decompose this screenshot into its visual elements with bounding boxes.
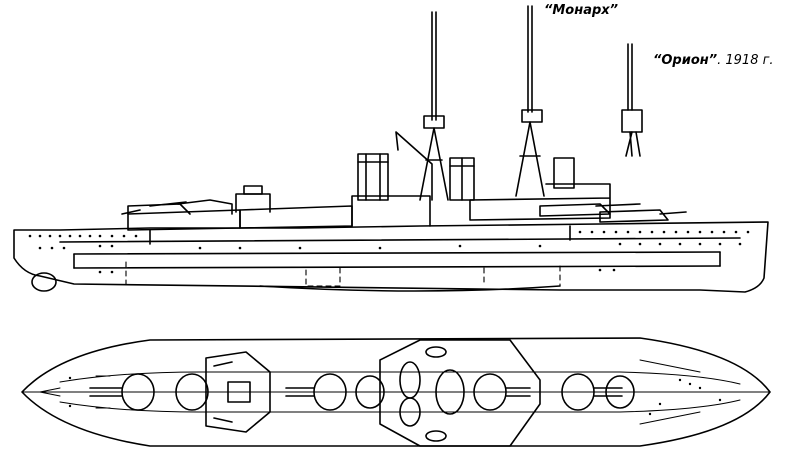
aft-gun-a	[595, 203, 641, 207]
fore-gun-a	[121, 209, 141, 215]
plan-inner-line-top	[59, 371, 741, 385]
plan-turret-f-guns	[593, 387, 623, 397]
belt-line-top	[73, 251, 721, 255]
plan-stern-lines	[639, 359, 701, 425]
hidden-structure	[125, 261, 561, 287]
belt-line-bottom	[73, 265, 721, 269]
aft-structure	[469, 183, 611, 221]
orion-mast-legs	[625, 131, 641, 157]
hull-outline	[13, 221, 769, 293]
plan-turret-a	[121, 373, 155, 411]
aft-turret-b	[599, 209, 669, 223]
plan-turret-a-guns	[89, 387, 123, 397]
plan-turret-f	[561, 373, 595, 411]
portholes	[28, 230, 750, 274]
label-orion: “Орион”. 1918 г.	[653, 53, 774, 68]
plan-bridge	[227, 381, 251, 403]
orion-mast	[627, 43, 633, 111]
aft-gun-b	[659, 211, 687, 215]
plan-turret-d	[355, 375, 385, 409]
plan-funnel-aft	[435, 369, 465, 415]
plan-dots	[68, 376, 722, 416]
plan-bridge-wings	[213, 361, 233, 423]
lower-hull-curve	[259, 285, 561, 292]
fore-turret-b	[177, 199, 233, 215]
funnel-fore	[357, 153, 389, 201]
casemate-box	[149, 225, 571, 245]
plan-turret-b	[175, 373, 209, 411]
plan-bow-details	[39, 375, 111, 409]
plan-turret-c	[313, 373, 347, 411]
boat-crane	[395, 131, 433, 201]
plan-boat-2	[425, 430, 447, 442]
main-mast	[527, 5, 533, 113]
main-mast-tripod	[515, 121, 545, 197]
deck-line	[59, 237, 741, 243]
bridge-top	[243, 185, 263, 195]
plan-turret-e	[473, 373, 507, 411]
plan-turret-c-guns	[285, 387, 315, 397]
fore-mast	[431, 11, 437, 121]
plan-boat-1	[425, 346, 447, 358]
plan-funnel-fore	[399, 361, 421, 399]
plan-funnel-fore-2	[399, 397, 421, 427]
bow-ram	[31, 272, 57, 292]
plan-central-structure	[379, 339, 541, 447]
fore-gun-b	[149, 201, 187, 207]
plan-fore-superstructure	[205, 351, 271, 433]
label-orion-year: . 1918 г.	[717, 53, 774, 68]
aft-turret-a	[539, 203, 611, 217]
plan-inner-line-bottom	[59, 399, 741, 413]
plan-turret-g	[605, 375, 635, 409]
label-orion-name: “Орион”	[653, 53, 718, 68]
label-monarch: “Монарх”	[544, 3, 619, 18]
midship-structure	[351, 195, 431, 227]
plan-turret-e-guns	[505, 387, 531, 397]
main-mast-top	[521, 109, 543, 123]
aft-funnel-small	[553, 157, 575, 189]
funnel-fore-bands	[357, 153, 389, 201]
funnel-aft-bands	[449, 157, 475, 201]
